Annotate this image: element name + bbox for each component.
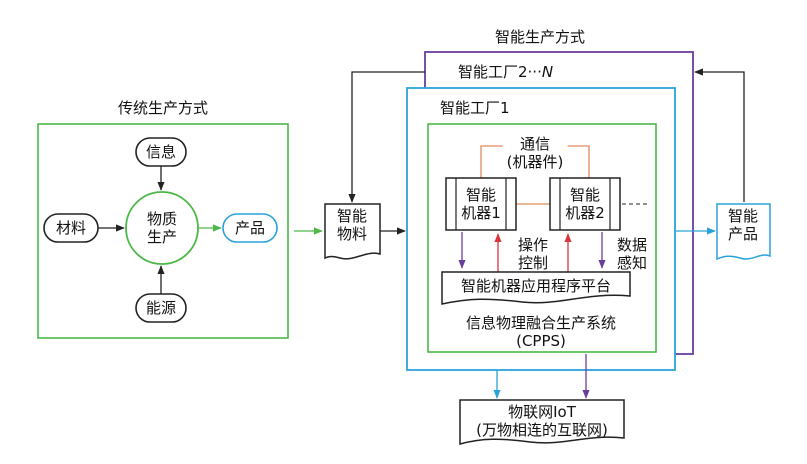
process-label-line1: 物质 bbox=[146, 210, 178, 228]
sensing-label: 数据 感知 bbox=[617, 236, 647, 272]
machine-2-node bbox=[549, 177, 621, 231]
product-node bbox=[222, 213, 278, 243]
factory-n-suffix: N bbox=[541, 63, 554, 81]
machine-1-line1: 智能 bbox=[465, 186, 497, 204]
material-label: 材料 bbox=[55, 219, 87, 237]
platform-label: 智能机器应用程序平台 bbox=[460, 277, 612, 295]
traditional-frame bbox=[37, 123, 289, 339]
arrow-product-feedback bbox=[694, 68, 745, 202]
process-label: 物质 生产 bbox=[147, 210, 177, 246]
traditional-title: 传统生产方式 bbox=[117, 99, 209, 117]
smart-product-line2: 产品 bbox=[727, 225, 759, 243]
smart-product-line1: 智能 bbox=[727, 207, 759, 225]
energy-label: 能源 bbox=[145, 299, 177, 317]
machine-2-line2: 机器2 bbox=[565, 204, 605, 222]
smart-material-label: 智能 物料 bbox=[337, 207, 367, 243]
comm-label-line2: (机器件) bbox=[506, 153, 564, 171]
arrow-feedback-to-material bbox=[348, 71, 425, 203]
process-label-line2: 生产 bbox=[146, 228, 178, 246]
machine-2-line1: 智能 bbox=[569, 186, 601, 204]
info-label: 信息 bbox=[145, 143, 177, 161]
cpps-label-line1: 信息物理融合生产系统 bbox=[465, 314, 617, 332]
machine-1-line2: 机器1 bbox=[461, 204, 501, 222]
sensing-label-line2: 感知 bbox=[616, 254, 648, 272]
smart-material-node bbox=[324, 203, 381, 260]
factory-n-prefix: 智能工厂2··· bbox=[458, 63, 542, 81]
product-label: 产品 bbox=[234, 219, 266, 237]
iot-label-line2: (万物相连的互联网) bbox=[476, 421, 608, 439]
machine-1-node bbox=[445, 177, 517, 231]
comm-label-line1: 通信 bbox=[519, 135, 550, 153]
cpps-label: 信息物理融合生产系统 (CPPS) bbox=[466, 314, 616, 350]
control-label: 操作 控制 bbox=[518, 236, 548, 272]
iot-label-line1: 物联网IoT bbox=[508, 403, 576, 421]
smart-title: 智能生产方式 bbox=[494, 28, 586, 46]
machine-2-label: 智能 机器2 bbox=[565, 186, 605, 222]
iot-label: 物联网IoT (万物相连的互联网) bbox=[476, 403, 608, 439]
control-label-line1: 操作 bbox=[517, 236, 549, 254]
smart-material-line1: 智能 bbox=[336, 207, 368, 225]
smart-product-label: 智能 产品 bbox=[728, 207, 758, 243]
iot-node bbox=[459, 399, 625, 445]
control-label-line2: 控制 bbox=[517, 254, 549, 272]
sensing-label-line1: 数据 bbox=[616, 236, 648, 254]
cpps-frame bbox=[427, 123, 657, 353]
smart-product-node bbox=[716, 203, 771, 261]
platform-node bbox=[441, 271, 631, 305]
smart-material-line2: 物料 bbox=[336, 225, 368, 243]
factory-1-label: 智能工厂1 bbox=[440, 99, 510, 117]
factory-n-label: 智能工厂2···N bbox=[458, 63, 553, 81]
cpps-label-line2: (CPPS) bbox=[516, 332, 566, 350]
machine-1-label: 智能 机器1 bbox=[461, 186, 501, 222]
comm-label: 通信 (机器件) bbox=[502, 135, 568, 171]
